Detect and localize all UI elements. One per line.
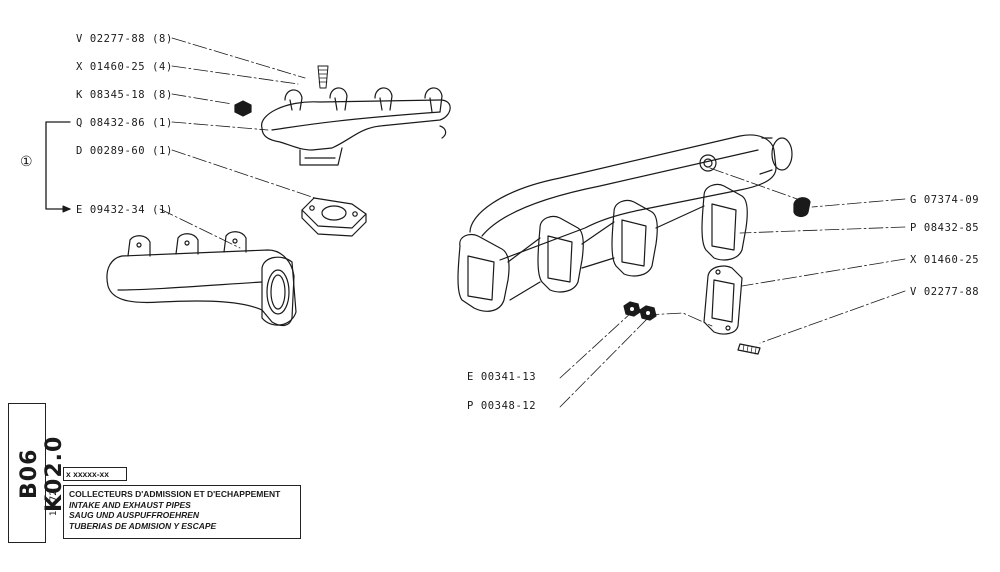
title-line-en: INTAKE AND EXHAUST PIPES <box>69 499 191 510</box>
title-block: COLLECTEURS D'ADMISSION ET D'ECHAPPEMENT… <box>63 485 301 539</box>
page-code: B06 K02.0 <box>17 435 67 513</box>
nut-k <box>234 100 252 117</box>
stud-v-right <box>737 343 761 355</box>
callout-label: X 01460-25 <box>910 254 980 266</box>
leader-lines-right <box>559 167 906 408</box>
callout-label: Q 08432-86 (1) <box>76 117 173 129</box>
group-marker: ① <box>20 154 34 170</box>
gasket-d <box>301 197 367 237</box>
title-line-de: SAUG UND AUSPUFFROEHREN <box>69 510 200 520</box>
plug-g <box>793 197 811 218</box>
callout-label: X 01460-25 (4) <box>76 61 173 73</box>
callout-label: D 00289-60 (1) <box>76 145 173 157</box>
exhaust-manifold-right <box>457 134 793 312</box>
callout-label: K 08345-18 (8) <box>76 89 173 101</box>
callout-label: P 00348-12 <box>467 400 537 412</box>
callout-label: V 02277-88 <box>910 286 980 298</box>
title-line-es: TUBERIAS DE ADMISION Y ESCAPE <box>69 520 217 531</box>
callout-label: P 08432-85 <box>910 222 980 234</box>
leader-lines-left <box>159 37 316 249</box>
page-date: 11-72 <box>49 490 59 517</box>
title-line-fr: COLLECTEURS D'ADMISSION ET D'ECHAPPEMENT <box>69 489 281 499</box>
page-code-frame <box>8 403 46 543</box>
callout-label: G 07374-09 <box>910 194 980 206</box>
intake-manifold-upper <box>261 65 451 166</box>
gasket-x-right <box>703 265 743 335</box>
callout-label: E 09432-34 (1) <box>76 204 173 216</box>
callout-label: V 02277-88 (8) <box>76 33 173 45</box>
group-bracket <box>45 121 71 210</box>
exhaust-manifold-lower <box>106 231 297 327</box>
callout-label: E 00341-13 <box>467 371 537 383</box>
reference-code: x xxxxx-xx <box>63 467 127 481</box>
